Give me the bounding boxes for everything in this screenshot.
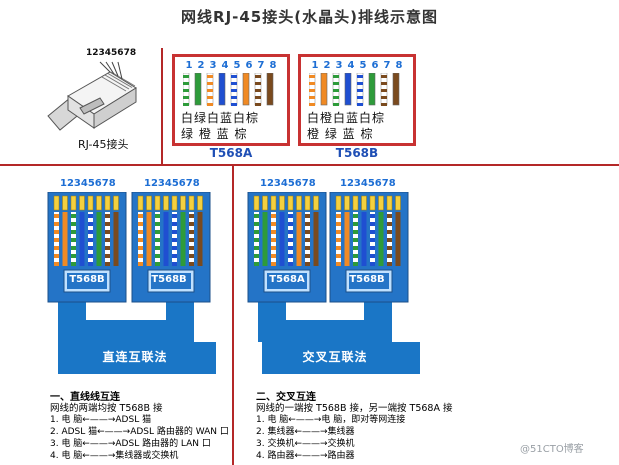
rj45-connector (329, 192, 409, 303)
wire (218, 73, 226, 106)
t568a-wire-names-bottom: 绿 橙 蓝 棕 (181, 127, 248, 141)
wire (194, 73, 202, 106)
straight-band-label: 直连互联法 (102, 350, 168, 364)
straight-heading: 一、直线线互连 (50, 392, 120, 403)
t568a-wire-names-top: 白绿白蓝白棕 (181, 111, 260, 125)
wire (332, 73, 340, 106)
wire (392, 73, 400, 106)
straight-left-pin-numbers: 12345678 (60, 178, 116, 189)
wire (230, 73, 238, 106)
wire (254, 73, 262, 106)
wire (206, 73, 214, 106)
crossover-heading: 二、交叉互连 (256, 392, 316, 403)
t568a-label: T568A (209, 146, 253, 160)
cable-band (58, 302, 216, 374)
wire (356, 73, 364, 106)
t568b-color-box: 1 2 3 4 5 6 7 8 白橙白蓝白棕 橙 绿 蓝 棕 (298, 54, 416, 146)
page-title: 网线RJ-45接头(水晶头)排线示意图 (181, 8, 438, 26)
t568a-wires (183, 73, 274, 106)
straight-sub: 网线的两端均按 T568B 接 (50, 403, 163, 414)
crossover-row: 3. 交换机←——→交换机 (256, 439, 355, 449)
rj45-plug-icon (47, 61, 137, 131)
crossover-row: 4. 路由器←——→路由器 (256, 451, 355, 461)
straight-right-label: T568B (151, 274, 187, 285)
watermark: @51CTO博客 (520, 444, 584, 455)
horizontal-divider (0, 164, 619, 166)
crossover-connectors-icon (247, 192, 420, 374)
plug-caption: RJ-45接头 (78, 138, 129, 151)
t568a-color-box: 1 2 3 4 5 6 7 8 白绿白蓝白棕 绿 橙 蓝 棕 (172, 54, 290, 146)
straight-connectors-icon (47, 192, 216, 374)
vertical-divider-bottom (232, 166, 234, 465)
t568b-wires (309, 73, 400, 106)
cable-band (258, 302, 420, 374)
straight-row: 1. 电 脑←——→ADSL 猫 (50, 415, 152, 425)
crossover-sub: 网线的一端按 T568B 接，另一端按 T568A 接 (256, 403, 453, 414)
crossover-right-label: T568B (349, 274, 385, 285)
wire (320, 73, 328, 106)
straight-diagram: 12345678 12345678 T568B T568B 直连互联法 (40, 170, 230, 376)
straight-right-pin-numbers: 12345678 (144, 178, 200, 189)
crossover-row: 1. 电 脑←——→电 脑，即对等网连接 (256, 415, 406, 425)
t568b-wire-names-bottom: 橙 绿 蓝 棕 (307, 127, 374, 141)
t568b-pin-numbers: 1 2 3 4 5 6 7 8 (311, 60, 403, 71)
wire (183, 73, 190, 106)
crossover-left-pin-numbers: 12345678 (260, 178, 316, 189)
straight-left-label: T568B (69, 274, 105, 285)
rj45-connector (131, 192, 211, 303)
t568b-label: T568B (335, 146, 379, 160)
t568a-pin-numbers: 1 2 3 4 5 6 7 8 (185, 60, 277, 71)
rj45-connector (247, 192, 327, 303)
plug-pin-numbers: 12345678 (86, 48, 137, 58)
straight-row: 4. 电 脑←——→集线器或交换机 (50, 451, 179, 461)
wire (380, 73, 388, 106)
wire (368, 73, 376, 106)
crossover-left-label: T568A (269, 274, 305, 285)
wire (242, 73, 250, 106)
crossover-diagram: 12345678 12345678 T568A T568B 交叉互联法 (244, 170, 434, 376)
vertical-divider-top (161, 48, 163, 166)
straight-row: 3. 电 脑←——→ADSL 路由器的 LAN 口 (50, 439, 211, 449)
crossover-band-label: 交叉互联法 (302, 350, 368, 364)
crossover-right-pin-numbers: 12345678 (340, 178, 396, 189)
wire (344, 73, 352, 106)
wire (266, 73, 274, 106)
t568b-wire-names-top: 白橙白蓝白棕 (307, 111, 386, 125)
rj45-connector (47, 192, 127, 303)
crossover-row: 2. 集线器←——→集线器 (256, 427, 355, 437)
wire (309, 73, 316, 106)
straight-row: 2. ADSL 猫←——→ADSL 路由器的 WAN 口 (50, 427, 229, 437)
